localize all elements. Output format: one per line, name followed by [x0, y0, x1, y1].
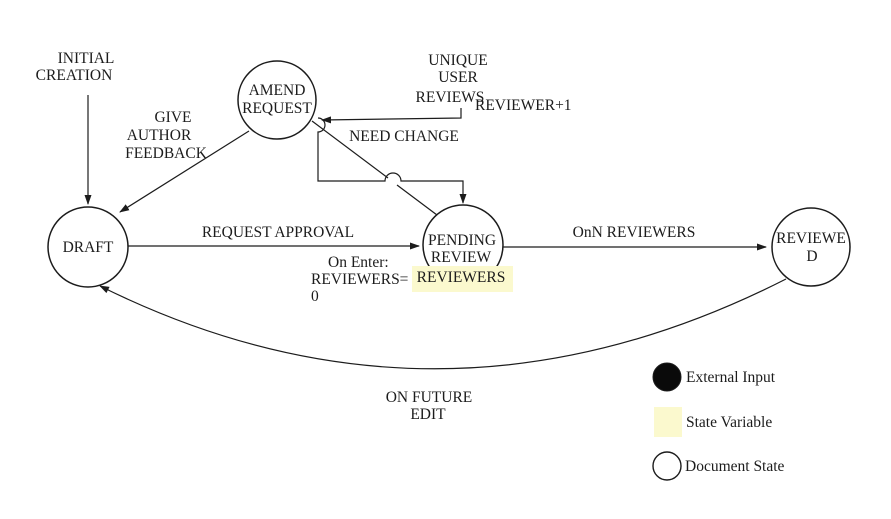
- legend-state-variable-label: State Variable: [686, 414, 772, 431]
- label-onn-reviewers: OnN REVIEWERS: [573, 224, 696, 241]
- label-on-enter-line3: 0: [311, 288, 319, 305]
- label-reviewer-increment: REVIEWER+1: [475, 97, 572, 114]
- legend: External Input State Variable Document S…: [652, 362, 785, 481]
- legend-state-variable-icon: [654, 407, 682, 437]
- label-on-enter-line1: On Enter:: [328, 254, 389, 271]
- label-give-author-feedback-line2: AUTHOR: [127, 127, 192, 144]
- node-reviewed-label-line2: D: [806, 248, 817, 265]
- legend-external-input-label: External Input: [686, 369, 776, 386]
- state-variable-box-label: REVIEWERS: [417, 269, 506, 286]
- edge-amend-request-to-draft-feedback: [119, 130, 250, 213]
- label-unique-user-reviews-line2: USER: [438, 69, 478, 86]
- label-give-author-feedback-line3: FEEDBACK: [125, 145, 208, 162]
- label-initial-creation-line1: INITIAL: [58, 50, 115, 67]
- label-initial-creation-line2: CREATION: [36, 67, 113, 84]
- state-variable-box: [412, 266, 513, 292]
- label-unique-user-reviews-line1: UNIQUE: [428, 52, 487, 69]
- node-pending-review-label-line1: PENDING: [428, 232, 496, 249]
- node-draft-label: DRAFT: [63, 239, 114, 256]
- node-draft-circle: [47, 206, 129, 288]
- legend-document-state-label: Document State: [685, 458, 785, 475]
- label-unique-user-reviews-line3: REVIEWS: [416, 89, 485, 106]
- label-on-future-edit-line1: ON FUTURE: [386, 389, 473, 406]
- edge-need-change-diagonal-lower: [396, 184, 438, 216]
- legend-external-input-icon: [652, 362, 682, 392]
- label-need-change: NEED CHANGE: [349, 128, 459, 145]
- node-amend-request-circle: [237, 60, 317, 140]
- node-reviewed-label-line1: REVIEWE: [776, 230, 846, 247]
- node-amend-request-label-line2: REQUEST: [242, 100, 312, 117]
- edge-reviewed-to-draft-on-future-edit: [99, 278, 787, 370]
- label-on-future-edit-line2: EDIT: [410, 406, 446, 423]
- edge-external-input-reviewer-plus-one: [321, 108, 462, 124]
- label-on-enter-line2: REVIEWERS=: [311, 271, 408, 288]
- legend-document-state-icon: [652, 451, 682, 481]
- node-reviewed-circle: [771, 207, 851, 287]
- label-give-author-feedback-line1: GIVE: [154, 109, 191, 126]
- edge-amend-request-to-pending-review: [317, 117, 467, 204]
- node-pending-review-label-line2: REVIEW: [431, 249, 492, 266]
- label-request-approval: REQUEST APPROVAL: [202, 224, 354, 241]
- edge-need-change-diagonal-upper: [311, 120, 389, 179]
- node-amend-request-label-line1: AMEND: [249, 82, 306, 99]
